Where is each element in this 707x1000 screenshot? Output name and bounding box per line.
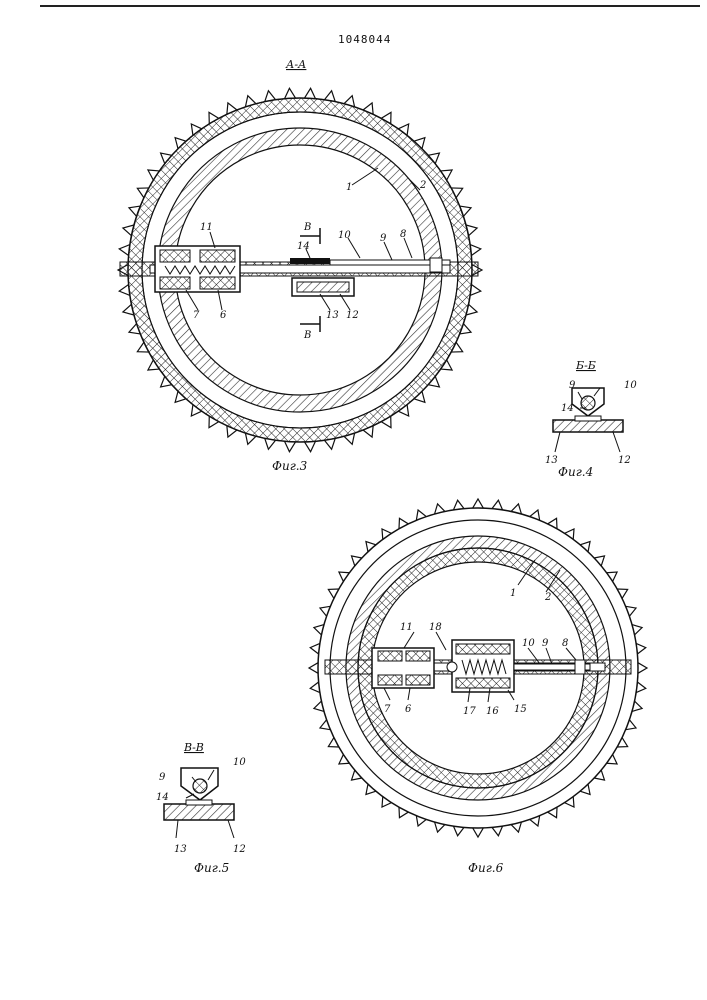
fig3-label-8: 8 <box>400 229 406 240</box>
fig3-label-12: 12 <box>346 310 359 321</box>
fig6-label-17: 17 <box>463 706 476 717</box>
fig4-label-10: 10 <box>624 380 637 391</box>
fig3-label-7: 7 <box>193 310 200 321</box>
fig5-label-12: 12 <box>233 844 246 855</box>
fig5-label-9: 9 <box>159 772 166 783</box>
fig5-drawing <box>164 768 234 838</box>
fig6-label-9: 9 <box>542 638 549 649</box>
section-v-v-label: В-В <box>183 741 204 754</box>
sprocket-tooth <box>305 88 316 98</box>
sprocket-tooth <box>473 499 484 508</box>
fig3-label-14: 14 <box>297 241 310 252</box>
fig6-label-2: 2 <box>544 592 551 603</box>
fig4-label-12: 12 <box>618 455 631 466</box>
fig4-caption: Фиг.4 <box>558 465 593 479</box>
fig3-label-13: 13 <box>326 310 339 321</box>
fig4-label-9: 9 <box>569 380 576 391</box>
section-b-b-label: Б-Б <box>575 359 596 372</box>
fig5-label-14: 14 <box>156 792 169 803</box>
fig4-label-13: 13 <box>545 455 558 466</box>
sprocket-tooth <box>309 663 318 674</box>
fig4-drawing <box>553 388 623 452</box>
fig6-label-15: 15 <box>514 704 527 715</box>
fig5-label-10: 10 <box>233 757 246 768</box>
section-a-a-label: А-А <box>285 58 306 71</box>
fig3-label-11: 11 <box>200 222 213 233</box>
fig4-label-14: 14 <box>561 403 574 414</box>
fig3-label-2: 2 <box>419 180 426 191</box>
fig6-label-8: 8 <box>562 638 568 649</box>
fig6-label-18: 18 <box>429 622 442 633</box>
sprocket-tooth <box>638 663 647 674</box>
sprocket-tooth <box>285 441 296 451</box>
section-mark-bottom: В <box>303 330 311 341</box>
sprocket-tooth <box>473 828 484 837</box>
fig5-label-13: 13 <box>174 844 187 855</box>
fig6-label-7: 7 <box>384 704 391 715</box>
fig6-label-10: 10 <box>522 638 535 649</box>
fig6-label-16: 16 <box>486 706 499 717</box>
section-mark-top: В <box>303 222 311 233</box>
fig3-drawing <box>118 88 482 451</box>
fig6-label-11: 11 <box>400 622 413 633</box>
sprocket-tooth <box>305 441 316 451</box>
fig6-drawing <box>309 499 647 837</box>
fig3-label-9: 9 <box>380 233 387 244</box>
fig6-caption: Фиг.6 <box>468 861 504 875</box>
fig3-label-6: 6 <box>220 310 227 321</box>
fig3-label-1: 1 <box>346 182 352 193</box>
fig3-label-10: 10 <box>338 230 351 241</box>
fig3-caption: Фиг.3 <box>272 459 308 473</box>
fig6-label-6: 6 <box>405 704 412 715</box>
sprocket-tooth <box>285 88 296 98</box>
fig6-label-1: 1 <box>510 588 516 599</box>
fig5-caption: Фиг.5 <box>194 861 229 875</box>
